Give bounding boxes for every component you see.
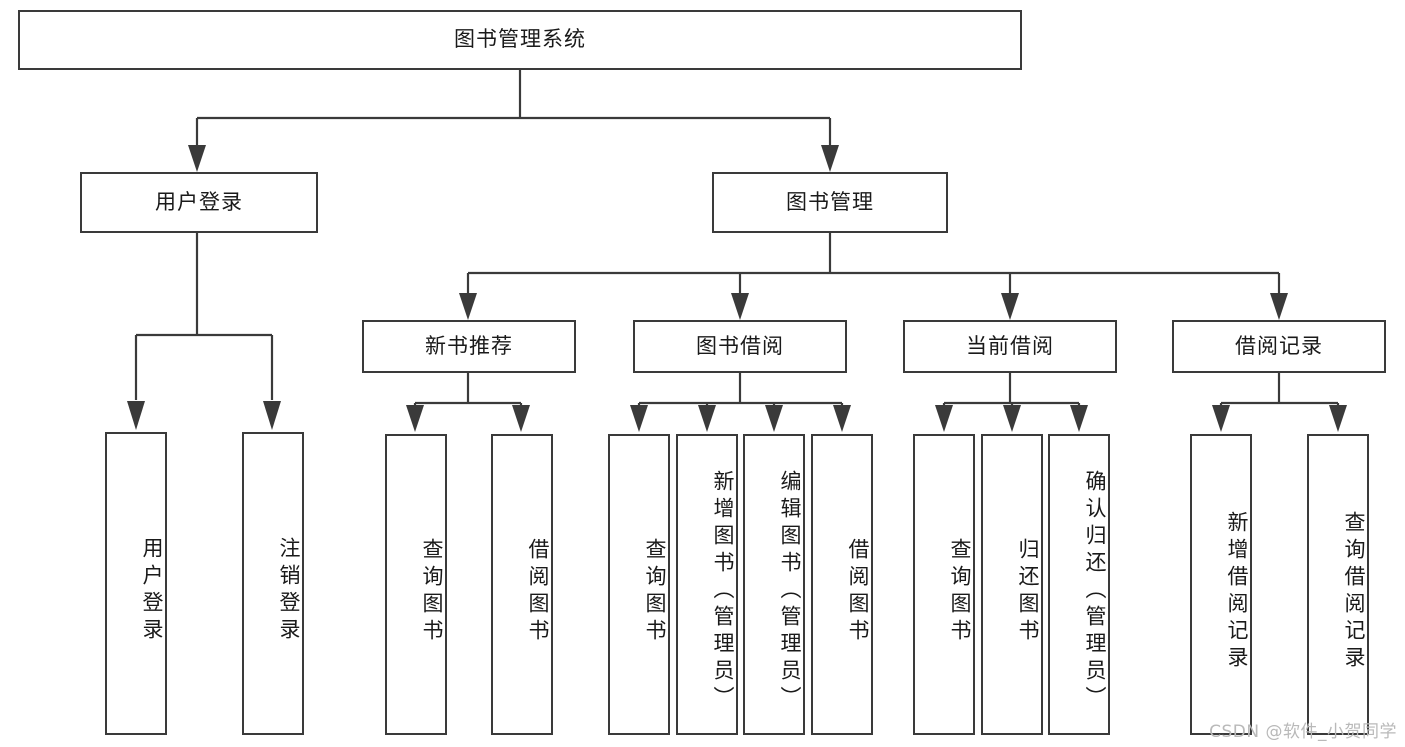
node-leaf-query-book-3-label: 查询图书 <box>948 537 972 646</box>
node-borrow-record-label: 借阅记录 <box>1235 333 1323 358</box>
node-leaf-add-book-admin[interactable]: 新增图书（管理员） <box>676 434 738 735</box>
node-leaf-query-book-1[interactable]: 查询图书 <box>385 434 447 735</box>
node-leaf-add-borrow-record[interactable]: 新增借阅记录 <box>1190 434 1252 735</box>
node-leaf-logout-login[interactable]: 注销登录 <box>242 432 304 735</box>
arrowhead-leaf-edit-book-admin <box>765 405 783 432</box>
node-leaf-query-book-3[interactable]: 查询图书 <box>913 434 975 735</box>
node-leaf-borrow-book-2-label: 借阅图书 <box>846 537 870 646</box>
node-leaf-add-borrow-record-label: 新增借阅记录 <box>1225 510 1249 673</box>
node-leaf-edit-book-admin-label: 编辑图书（管理员） <box>778 470 802 713</box>
arrowhead-leaf-add-borrow-record <box>1212 405 1230 432</box>
node-leaf-user-login-label: 用户登录 <box>140 536 164 645</box>
node-book-borrow[interactable]: 图书借阅 <box>633 320 847 373</box>
node-leaf-query-book-1-label: 查询图书 <box>420 537 444 646</box>
node-book-management-label: 图书管理 <box>786 189 874 214</box>
node-book-management[interactable]: 图书管理 <box>712 172 948 233</box>
arrowhead-leaf-query-book-1 <box>406 405 424 432</box>
node-current-borrow[interactable]: 当前借阅 <box>903 320 1117 373</box>
node-leaf-query-book-2[interactable]: 查询图书 <box>608 434 670 735</box>
node-new-book-recommend[interactable]: 新书推荐 <box>362 320 576 373</box>
node-leaf-query-borrow-record-label: 查询借阅记录 <box>1342 510 1366 673</box>
node-leaf-logout-login-label: 注销登录 <box>277 536 301 645</box>
watermark-text: CSDN @软件_小贺同学 <box>1209 722 1397 742</box>
node-leaf-add-book-admin-label: 新增图书（管理员） <box>711 470 735 713</box>
arrowhead-borrow-record <box>1270 293 1288 320</box>
node-leaf-confirm-return-admin-label: 确认归还（管理员） <box>1083 470 1107 713</box>
node-user-login-label: 用户登录 <box>155 189 243 214</box>
arrowhead-leaf-query-book-2 <box>630 405 648 432</box>
node-leaf-confirm-return-admin[interactable]: 确认归还（管理员） <box>1048 434 1110 735</box>
arrowhead-leaf-borrow-book-1 <box>512 405 530 432</box>
arrowhead-leaf-return-book <box>1003 405 1021 432</box>
node-leaf-borrow-book-1-label: 借阅图书 <box>526 537 550 646</box>
node-leaf-return-book[interactable]: 归还图书 <box>981 434 1043 735</box>
arrowhead-user-login <box>188 145 206 172</box>
arrowhead-current-borrow <box>1001 293 1019 320</box>
arrowhead-leaf-confirm-return-admin <box>1070 405 1088 432</box>
arrowhead-leaf-query-borrow-record <box>1329 405 1347 432</box>
node-new-book-recommend-label: 新书推荐 <box>425 333 513 358</box>
node-book-borrow-label: 图书借阅 <box>696 333 784 358</box>
node-root[interactable]: 图书管理系统 <box>18 10 1022 70</box>
node-leaf-edit-book-admin[interactable]: 编辑图书（管理员） <box>743 434 805 735</box>
node-leaf-borrow-book-1[interactable]: 借阅图书 <box>491 434 553 735</box>
arrowhead-leaf-logout-login <box>263 401 281 430</box>
node-current-borrow-label: 当前借阅 <box>966 333 1054 358</box>
node-leaf-return-book-label: 归还图书 <box>1016 537 1040 646</box>
arrowhead-book-management <box>821 145 839 172</box>
arrowhead-new-book-recommend <box>459 293 477 320</box>
node-leaf-user-login[interactable]: 用户登录 <box>105 432 167 735</box>
arrowhead-leaf-user-login <box>127 401 145 430</box>
node-leaf-query-borrow-record[interactable]: 查询借阅记录 <box>1307 434 1369 735</box>
arrowhead-leaf-borrow-book-2 <box>833 405 851 432</box>
arrowhead-leaf-add-book-admin <box>698 405 716 432</box>
arrowhead-leaf-query-book-3 <box>935 405 953 432</box>
node-borrow-record[interactable]: 借阅记录 <box>1172 320 1386 373</box>
node-root-label: 图书管理系统 <box>454 27 586 52</box>
node-leaf-borrow-book-2[interactable]: 借阅图书 <box>811 434 873 735</box>
node-user-login[interactable]: 用户登录 <box>80 172 318 233</box>
arrowhead-book-borrow <box>731 293 749 320</box>
node-leaf-query-book-2-label: 查询图书 <box>643 537 667 646</box>
